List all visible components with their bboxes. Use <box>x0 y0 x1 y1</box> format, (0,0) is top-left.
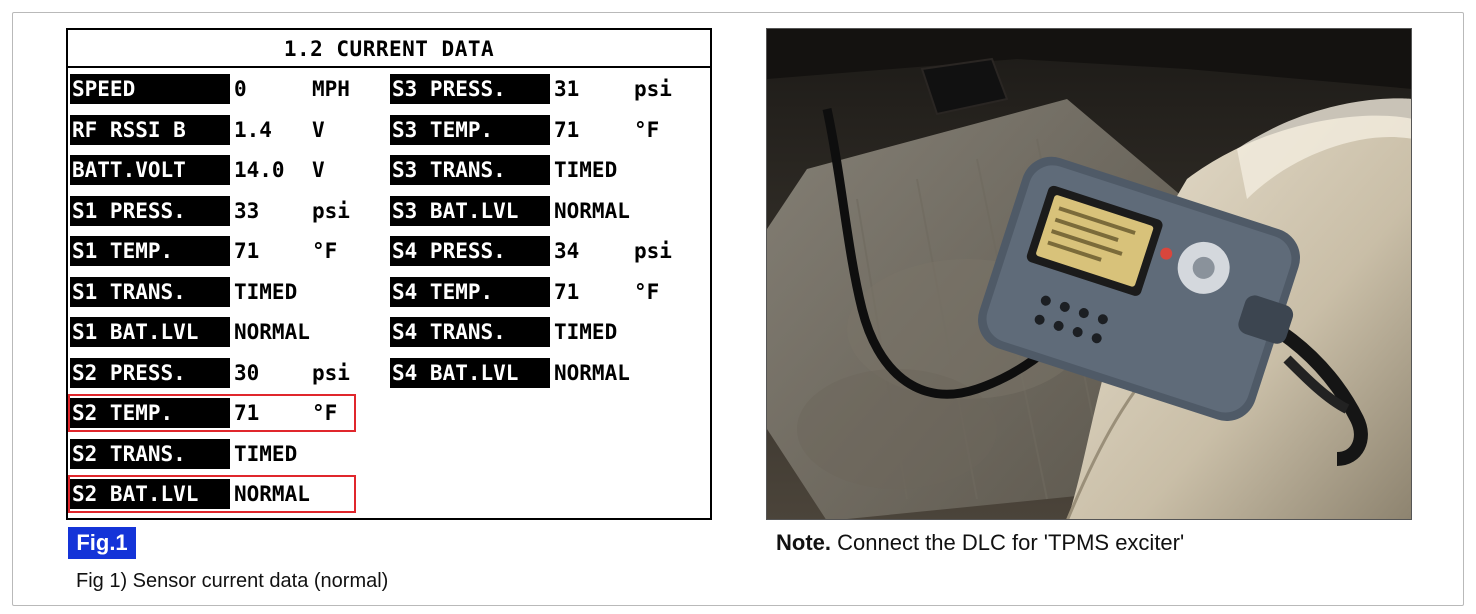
row-label: SPEED <box>70 74 230 104</box>
panel-title: 1.2 CURRENT DATA <box>68 30 710 68</box>
row-label: RF RSSI B <box>70 115 230 145</box>
row-value: 34 <box>554 239 580 263</box>
row-label: S2 PRESS. <box>70 358 230 388</box>
row-label: S2 BAT.LVL <box>70 479 230 509</box>
row-label: S4 TEMP. <box>390 277 550 307</box>
row-value: NORMAL <box>234 482 310 506</box>
tpms-exciter-photo <box>766 28 1412 520</box>
row-label: BATT.VOLT <box>70 155 230 185</box>
current-data-panel: 1.2 CURRENT DATA SPEED 0 MPH RF RSSI B 1… <box>66 28 712 520</box>
row-value: TIMED <box>554 158 618 182</box>
highlight-box-s2-bat-lvl <box>68 475 356 513</box>
highlight-box-s2-temp <box>68 394 356 432</box>
row-value: TIMED <box>234 280 298 304</box>
row-unit: psi <box>634 77 672 101</box>
figure-caption: Fig 1) Sensor current data (normal) <box>76 570 389 592</box>
row-unit: psi <box>312 199 350 223</box>
row-label: S1 BAT.LVL <box>70 317 230 347</box>
row-value: TIMED <box>234 442 298 466</box>
row-value: TIMED <box>554 320 618 344</box>
row-unit: °F <box>312 401 338 425</box>
row-label: S3 TEMP. <box>390 115 550 145</box>
row-label: S4 TRANS. <box>390 317 550 347</box>
row-label: S4 BAT.LVL <box>390 358 550 388</box>
row-value: NORMAL <box>554 199 630 223</box>
row-unit: °F <box>312 239 338 263</box>
row-label: S3 BAT.LVL <box>390 196 550 226</box>
row-unit: V <box>312 158 325 182</box>
row-label: S1 PRESS. <box>70 196 230 226</box>
note-body: Connect the DLC for 'TPMS exciter' <box>831 530 1185 555</box>
row-value: 71 <box>234 401 260 425</box>
row-label: S2 TRANS. <box>70 439 230 469</box>
row-value: 71 <box>554 118 580 142</box>
note-label: Note. <box>776 530 831 555</box>
row-value: 33 <box>234 199 260 223</box>
row-label: S3 PRESS. <box>390 74 550 104</box>
row-label: S1 TRANS. <box>70 277 230 307</box>
row-label: S4 PRESS. <box>390 236 550 266</box>
row-unit: V <box>312 118 325 142</box>
row-value: 0 <box>234 77 247 101</box>
figure-badge: Fig.1 <box>68 527 136 559</box>
content-frame <box>12 12 1464 606</box>
row-value: 31 <box>554 77 580 101</box>
row-unit: °F <box>634 118 660 142</box>
row-unit: psi <box>634 239 672 263</box>
row-label: S3 TRANS. <box>390 155 550 185</box>
row-value: 1.4 <box>234 118 272 142</box>
row-value: 71 <box>234 239 260 263</box>
row-value: 71 <box>554 280 580 304</box>
row-label: S1 TEMP. <box>70 236 230 266</box>
row-unit: MPH <box>312 77 350 101</box>
row-unit: psi <box>312 361 350 385</box>
row-value: NORMAL <box>554 361 630 385</box>
row-value: 30 <box>234 361 260 385</box>
row-value: NORMAL <box>234 320 310 344</box>
note-text: Note. Connect the DLC for 'TPMS exciter' <box>776 530 1184 556</box>
row-value: 14.0 <box>234 158 285 182</box>
row-label: S2 TEMP. <box>70 398 230 428</box>
row-unit: °F <box>634 280 660 304</box>
